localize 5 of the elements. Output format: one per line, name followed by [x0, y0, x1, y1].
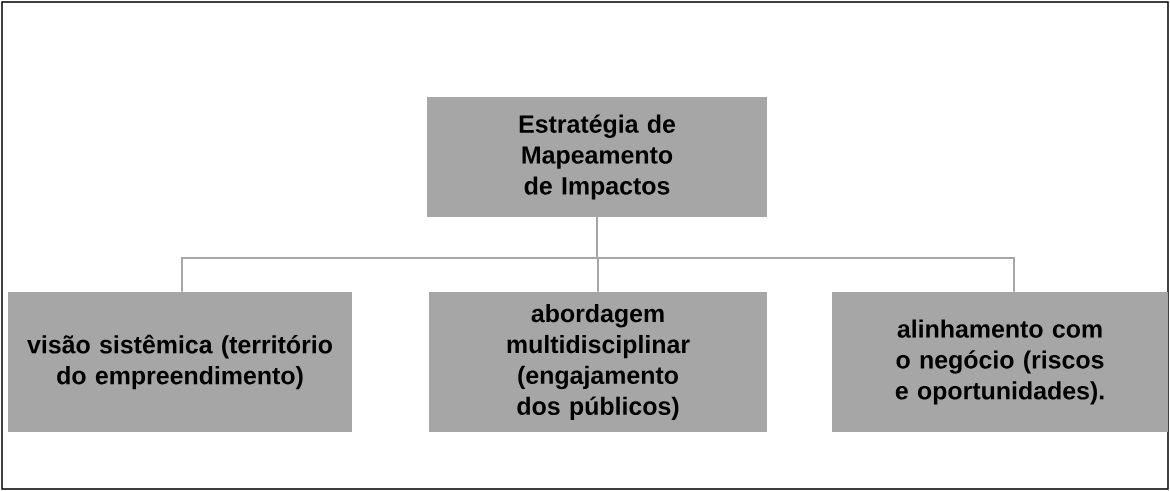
process-box: alinhamento com o negócio (riscos e oportunidades). [832, 292, 1168, 432]
process-box: visão sistêmica (território do empreendimento) [8, 292, 352, 432]
process-box: Estratégia de Mapeamento de Impactos [427, 97, 767, 217]
connector-line [596, 216, 1015, 293]
process-box: abordagem multidisciplinar (engajamento dos públicos) [429, 292, 767, 432]
